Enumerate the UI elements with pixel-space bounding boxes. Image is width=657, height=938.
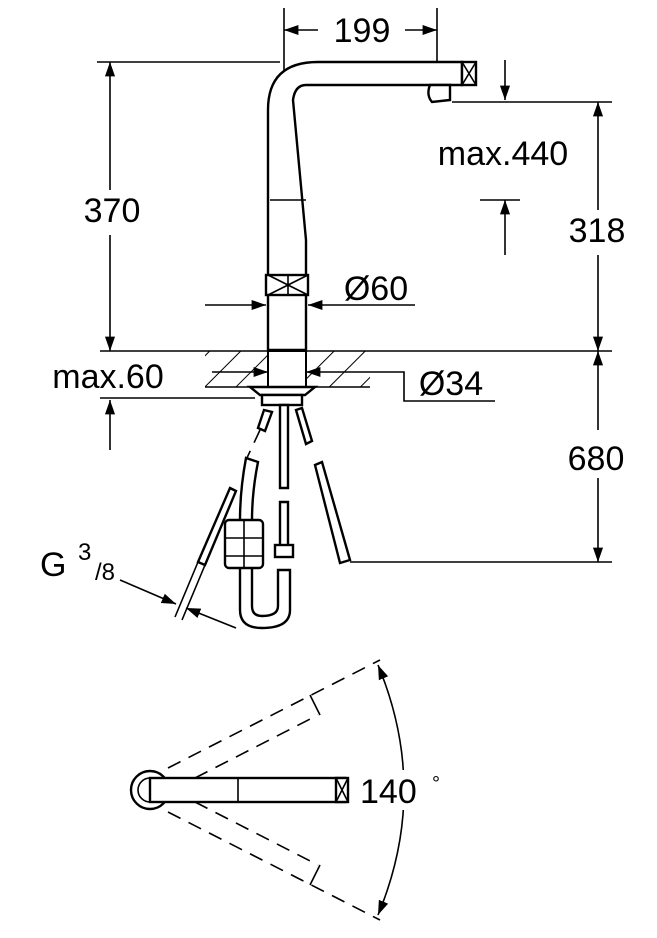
label-g-den: /8: [95, 559, 115, 586]
label-max-60: max.60: [52, 358, 164, 396]
dimension-max-60: max.60: [52, 358, 255, 450]
dimension-max-440: max.440: [438, 60, 612, 255]
dimension-g38: G 3 /8: [40, 539, 237, 629]
label-370: 370: [84, 192, 141, 230]
label-g: G: [40, 546, 66, 584]
faucet-body: [264, 60, 478, 352]
label-degree: °: [432, 773, 440, 795]
dimension-d60: Ø60: [205, 270, 415, 311]
label-199: 199: [334, 12, 391, 50]
label-max-440: max.440: [438, 135, 568, 173]
top-view-swivel: 140 °: [129, 659, 444, 921]
dimension-d34: Ø34: [212, 365, 495, 403]
label-140: 140: [360, 773, 417, 811]
label-318: 318: [569, 212, 626, 250]
label-680: 680: [568, 440, 625, 478]
countertop: [100, 350, 612, 407]
dimension-199: 199: [283, 8, 438, 70]
label-d34: Ø34: [419, 365, 483, 403]
dimension-318: 318: [569, 102, 626, 351]
dimension-370: 370: [84, 61, 280, 351]
dimension-680: 680: [350, 351, 625, 563]
label-d60: Ø60: [344, 270, 408, 308]
label-g-num: 3: [78, 539, 91, 566]
hoses: [174, 403, 352, 630]
